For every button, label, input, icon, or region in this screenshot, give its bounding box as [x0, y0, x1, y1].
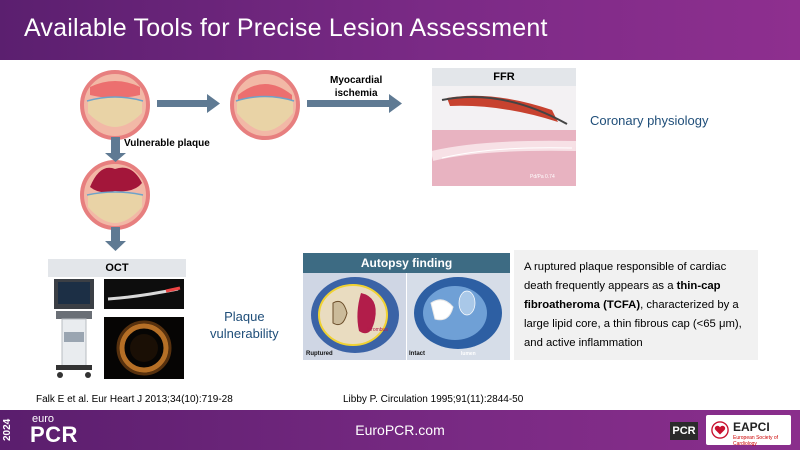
plaque-text: Plaque	[224, 309, 265, 324]
ischemia-text: ischemia	[334, 88, 378, 99]
autopsy-histology-illustration: Ruptured thrombus Intact lumen	[303, 273, 510, 360]
eapci-logo: EAPCI European Society of Cardiology	[706, 415, 791, 447]
slide-title: Available Tools for Precise Lesion Asses…	[24, 14, 548, 42]
lumen-label: lumen	[461, 351, 476, 357]
citation-libby: Libby P. Circulation 1995;91(11):2844-50	[343, 394, 524, 405]
myocardial-ischemia-label: Myocardial ischemia	[330, 74, 382, 100]
vulnerability-text: vulnerability	[210, 326, 279, 341]
tcfa-description: A ruptured plaque responsible of cardiac…	[524, 258, 748, 353]
vessel-cross-section-vulnerable	[80, 160, 150, 230]
pcr-small-logo: PCR	[670, 422, 698, 440]
oct-heading: OCT	[48, 259, 186, 277]
myocardial-text: Myocardial	[330, 75, 383, 86]
eapci-text: EAPCI	[733, 420, 770, 434]
tcfa-description-box: A ruptured plaque responsible of cardiac…	[514, 250, 758, 360]
autopsy-image: Ruptured thrombus Intact lumen	[303, 273, 510, 360]
plaque-vulnerability-label: Plaque vulnerability	[210, 308, 279, 342]
vessel-cross-section-normal	[80, 70, 150, 140]
arrow-right-icon	[157, 94, 220, 113]
footer-bar: 2024 euro PCR EuroPCR.com PCR EAPCI Euro…	[0, 410, 800, 450]
lesion-diagram	[80, 70, 402, 251]
europcr-link[interactable]: EuroPCR.com	[355, 422, 445, 438]
eapci-subtext: European Society of Cardiology	[733, 435, 779, 447]
vulnerable-plaque-label: Vulnerable plaque	[124, 138, 210, 149]
ruptured-label: Ruptured	[306, 351, 333, 357]
ffr-heading: FFR	[432, 68, 576, 86]
coronary-physiology-label: Coronary physiology	[590, 113, 709, 128]
ffr-image-caption: Pd/Pa 0.74	[530, 174, 555, 180]
arrow-right-icon	[307, 94, 402, 113]
oct-image	[48, 277, 186, 382]
description-text-2: , characterized by a large lipid core, a…	[524, 299, 742, 349]
euro-label: euro	[32, 413, 55, 425]
heart-icon	[711, 421, 729, 439]
description-text-1: A ruptured plaque responsible of cardiac…	[524, 261, 727, 292]
vessel-cross-section-stenotic	[230, 70, 300, 140]
thrombus-label: thrombus	[367, 327, 388, 333]
citation-falk: Falk E et al. Eur Heart J 2013;34(10):71…	[36, 394, 233, 405]
arrow-down-icon	[105, 227, 126, 251]
intact-label: Intact	[409, 351, 425, 357]
title-bar: Available Tools for Precise Lesion Asses…	[0, 0, 800, 60]
autopsy-heading: Autopsy finding	[303, 253, 510, 273]
ffr-wire-illustration: Pd/Pa 0.74	[430, 95, 577, 186]
ffr-image: Pd/Pa 0.74	[430, 86, 577, 186]
oct-illustration	[48, 277, 186, 382]
europcr-logo: PCR	[30, 422, 78, 447]
arrow-down-icon	[105, 137, 126, 162]
description-bold: thin-cap fibroatheroma (TCFA)	[524, 280, 721, 311]
